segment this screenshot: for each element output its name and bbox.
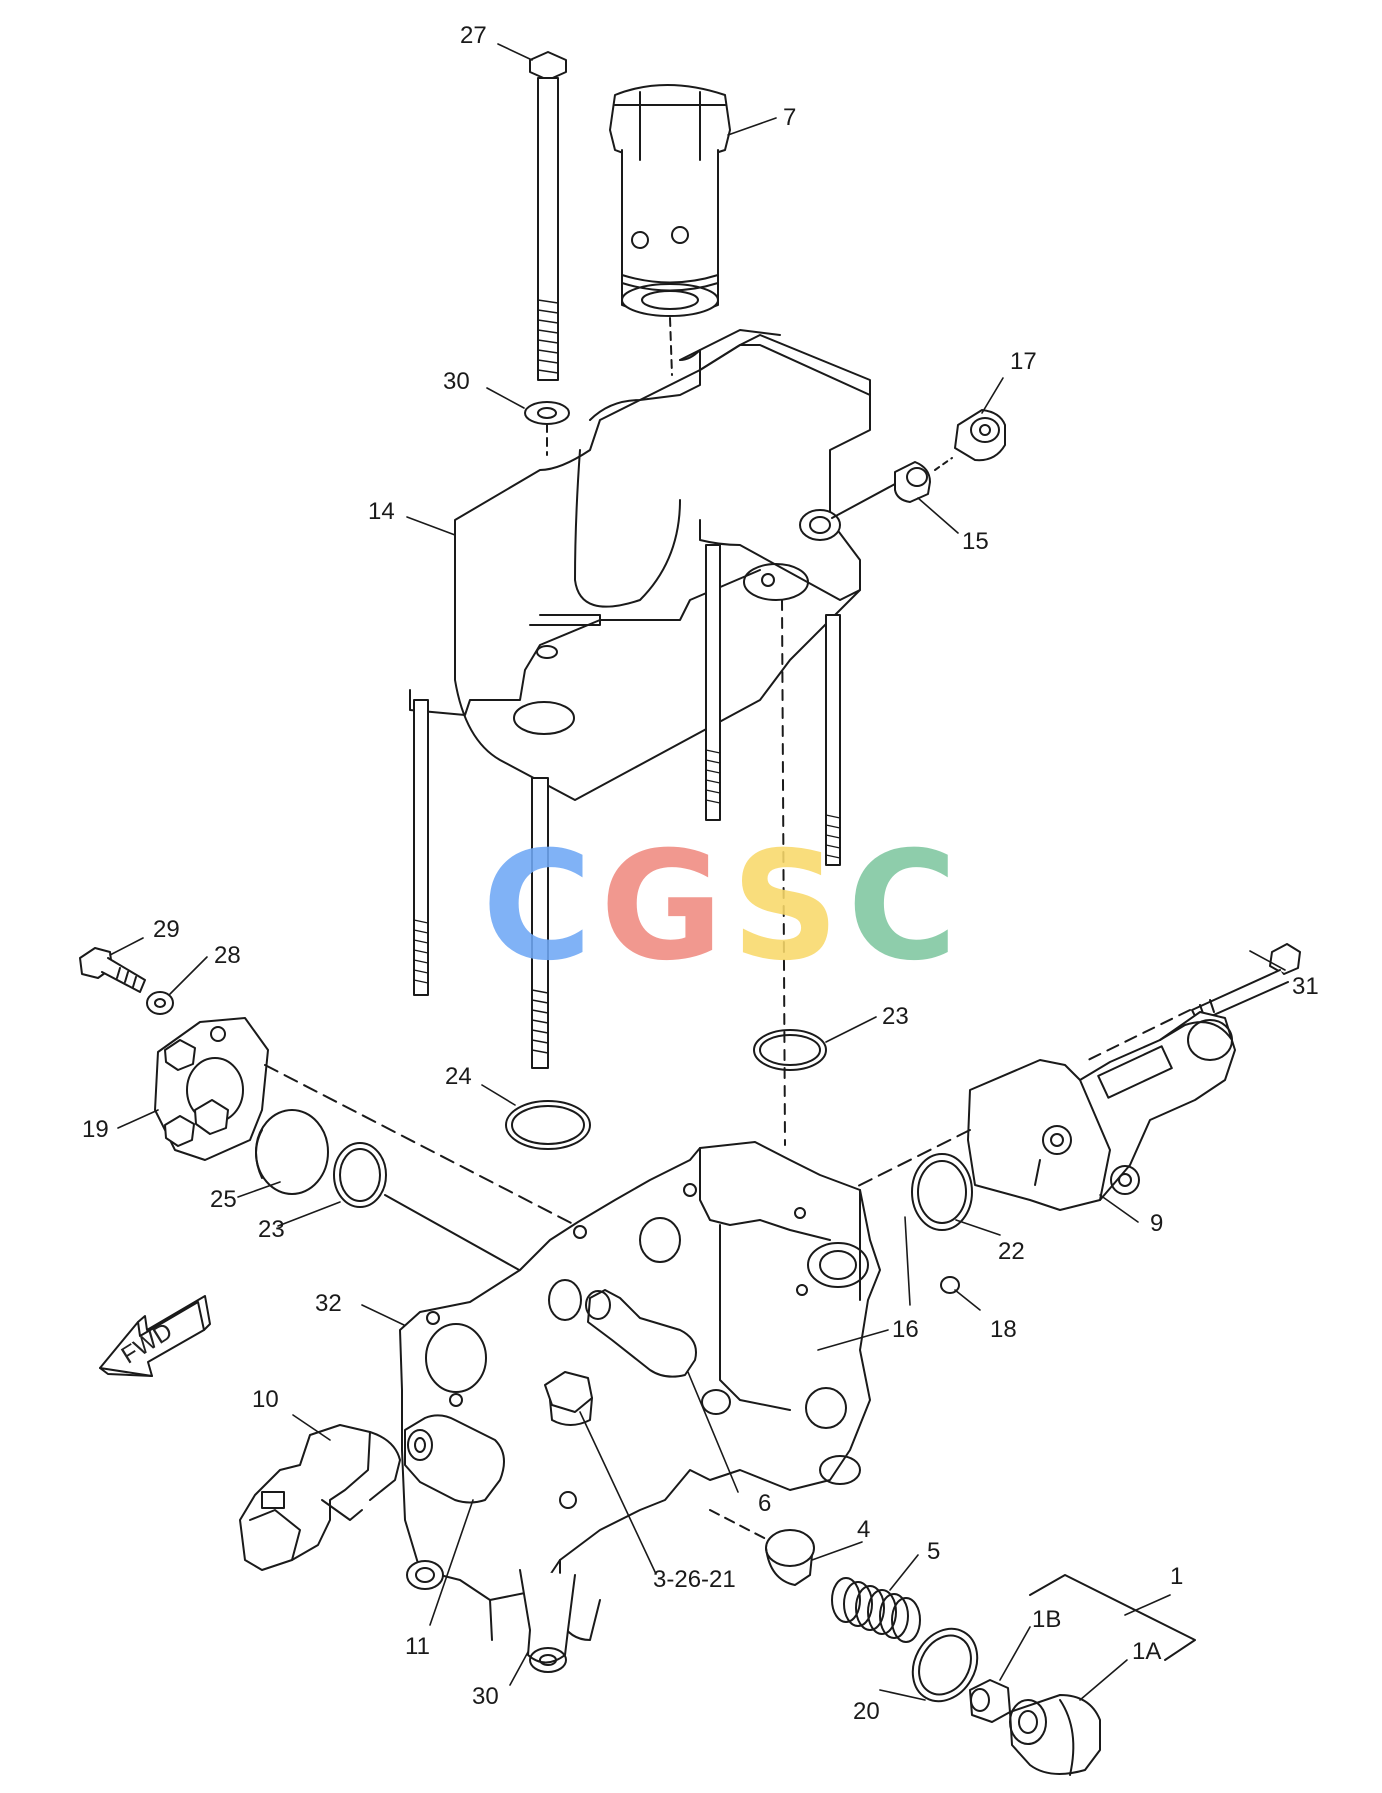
label-7: 7 <box>783 104 797 131</box>
label-14: 14 <box>368 498 395 525</box>
label-6: 6 <box>758 1490 772 1517</box>
studs-shape <box>413 544 841 1146</box>
bolt-27-shape <box>529 51 567 381</box>
sleeve-1B-shape <box>969 1679 1011 1723</box>
cap-1A-shape <box>1009 1694 1101 1776</box>
label-11: 11 <box>405 1633 430 1660</box>
boss-30-bottom-shape <box>519 1569 576 1673</box>
label-9: 9 <box>1150 1210 1164 1237</box>
label-15: 15 <box>962 528 989 555</box>
o-ring-20-shape <box>911 1627 979 1703</box>
ring-18-shape <box>940 1276 960 1294</box>
label-30-bottom: 30 <box>472 1683 499 1710</box>
label-20: 20 <box>853 1698 880 1725</box>
label-5: 5 <box>927 1538 941 1565</box>
manifold-body-14-shape <box>409 329 871 801</box>
o-ring-22-shape <box>911 1153 973 1231</box>
plug-3-26-21-shape <box>544 1371 593 1426</box>
leader-lines <box>109 43 1286 1701</box>
watermark-letter-g: G <box>600 820 724 994</box>
label-18: 18 <box>990 1316 1017 1343</box>
label-16: 16 <box>892 1316 919 1343</box>
bracket-1-shape <box>1029 1574 1196 1661</box>
bolt-29-shape <box>79 947 146 993</box>
label-27: 27 <box>460 22 487 49</box>
flange-19-shape <box>154 1017 269 1161</box>
label-1: 1 <box>1170 1563 1184 1590</box>
washer-28-shape <box>146 991 174 1015</box>
sensor-6-shape <box>585 1289 697 1378</box>
disc-25-shape <box>255 1109 329 1195</box>
watermark-letter-c2: C <box>847 820 958 994</box>
label-1B: 1B <box>1032 1606 1062 1633</box>
label-23-right: 23 <box>882 1003 909 1030</box>
fwd-arrow-shape <box>99 1295 211 1377</box>
o-ring-23-right-shape <box>753 1029 827 1071</box>
spacer-15-shape <box>799 457 953 541</box>
watermark-letter-s: S <box>731 820 840 994</box>
o-ring-23-left-shape <box>333 1142 387 1208</box>
label-17: 17 <box>1010 348 1037 375</box>
spring-5-shape <box>831 1577 921 1643</box>
label-1A: 1A <box>1132 1638 1162 1665</box>
poppet-4-shape <box>709 1509 815 1586</box>
washer-30-top-shape <box>524 401 570 456</box>
plug-17-shape <box>954 409 1006 462</box>
label-4: 4 <box>857 1516 871 1543</box>
label-31: 31 <box>1292 973 1319 1000</box>
solenoid-valve-9-shape <box>967 1011 1236 1211</box>
o-ring-24-shape <box>505 1100 591 1150</box>
label-32: 32 <box>315 1290 342 1317</box>
cartridge-valve-7-shape <box>609 84 731 376</box>
label-30-top: 30 <box>443 368 470 395</box>
label-23-left: 23 <box>258 1216 285 1243</box>
solenoid-10-shape <box>239 1424 401 1571</box>
label-24: 24 <box>445 1063 472 1090</box>
label-25: 25 <box>210 1186 237 1213</box>
label-3-26-21: 3-26-21 <box>653 1566 736 1593</box>
cgsc-watermark: C G S C <box>482 820 957 994</box>
label-28: 28 <box>214 942 241 969</box>
watermark-letter-c1: C <box>482 820 593 994</box>
valve-body-32-shape <box>399 1141 881 1641</box>
label-22: 22 <box>998 1238 1025 1265</box>
label-10: 10 <box>252 1386 279 1413</box>
solenoid-11-shape <box>404 1414 505 1590</box>
label-29: 29 <box>153 916 180 943</box>
label-19: 19 <box>82 1116 109 1143</box>
